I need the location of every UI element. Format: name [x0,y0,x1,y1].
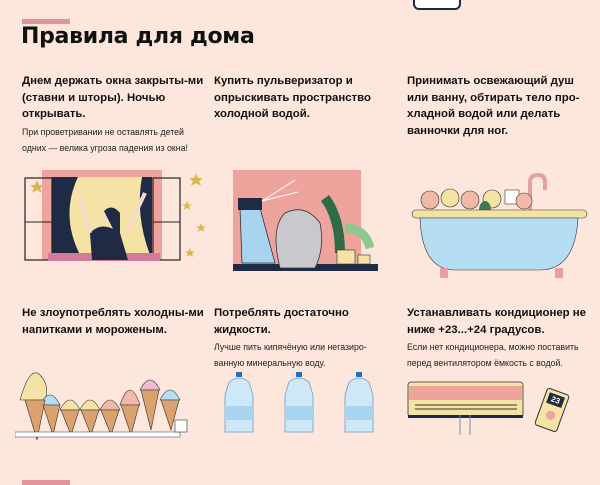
star-icon [30,180,44,193]
page-title: Правила для дома [21,24,255,49]
ac-remote: 23 [533,387,571,433]
remote-button [544,409,556,421]
star-icon [182,201,192,210]
bottle-icon [344,372,374,433]
tip-sprayer: Купить пульверизатор и опрыскивать прост… [214,75,371,120]
accent-bar-bottom [22,480,70,485]
bottle-icon [224,372,254,433]
water-bottles-illustration [224,372,374,433]
tip-windows: Днем держать окна закрыты-ми (ставни и ш… [22,75,204,153]
tip-shower: Принимать освежающий душ или ванну, обти… [407,75,580,137]
remote-display: 23 [546,392,565,409]
star-icon [189,173,203,186]
star-icon [185,248,195,257]
ice-cream-illustration [15,372,188,441]
bottle-icon [284,372,314,433]
tip-cold-drinks: Не злоупотреблять холодны-ми напитками и… [22,307,204,336]
tip-fluids: Потреблять достаточно жидкости. Лучше пи… [214,307,367,368]
accent-bar [22,19,70,24]
cat-sprayer-illustration [233,170,378,271]
window-woman-illustration [24,170,206,261]
top-decoration-frame [413,0,461,10]
bathtub-illustration [411,172,588,278]
star-icon [196,223,206,232]
tip-air-conditioner: Устанавливать кондиционер не ниже +23...… [407,307,586,368]
air-conditioner-illustration [407,381,524,435]
